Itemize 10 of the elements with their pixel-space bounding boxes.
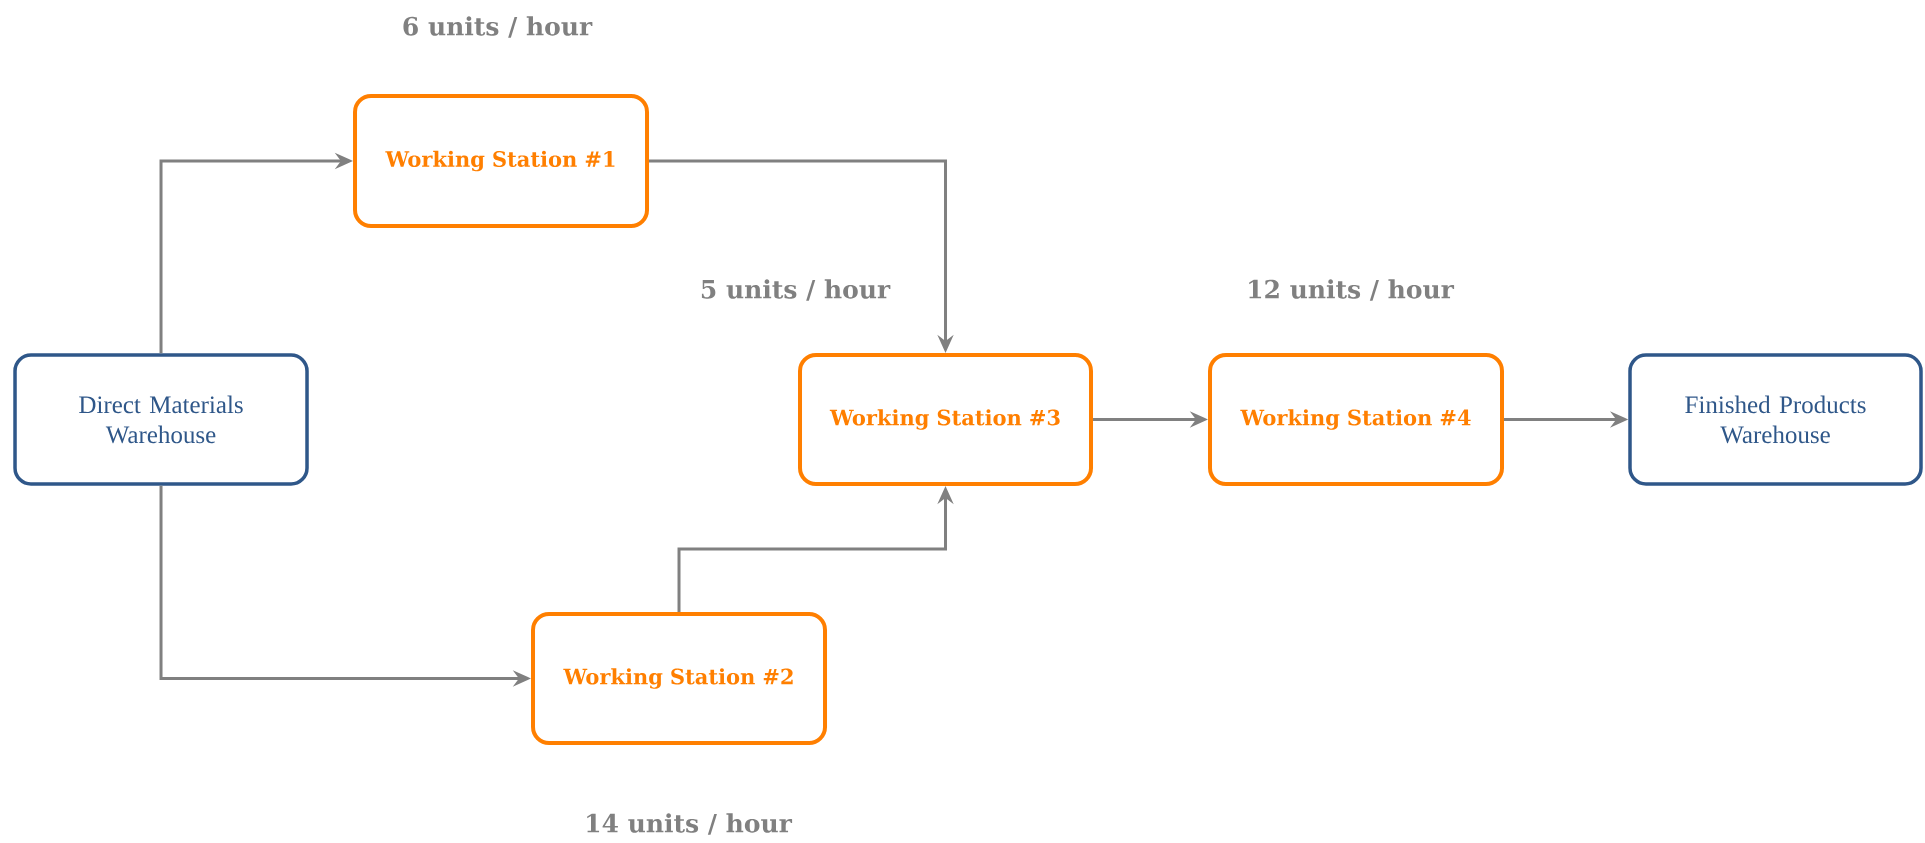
rate-label: 5 units / hour <box>701 279 891 301</box>
station-box: Working Station #3 <box>798 353 1093 486</box>
station-box: Working Station #4 <box>1208 353 1504 486</box>
rate-label: 6 units / hour <box>403 16 593 38</box>
warehouse-box: Direct Materials Warehouse <box>13 353 309 486</box>
warehouse-box: Finished Products Warehouse <box>1628 353 1923 486</box>
station-box: Working Station #1 <box>353 94 649 228</box>
station-box: Working Station #2 <box>531 612 827 745</box>
rate-label: 14 units / hour <box>587 813 793 835</box>
rate-label: 12 units / hour <box>1249 279 1455 301</box>
